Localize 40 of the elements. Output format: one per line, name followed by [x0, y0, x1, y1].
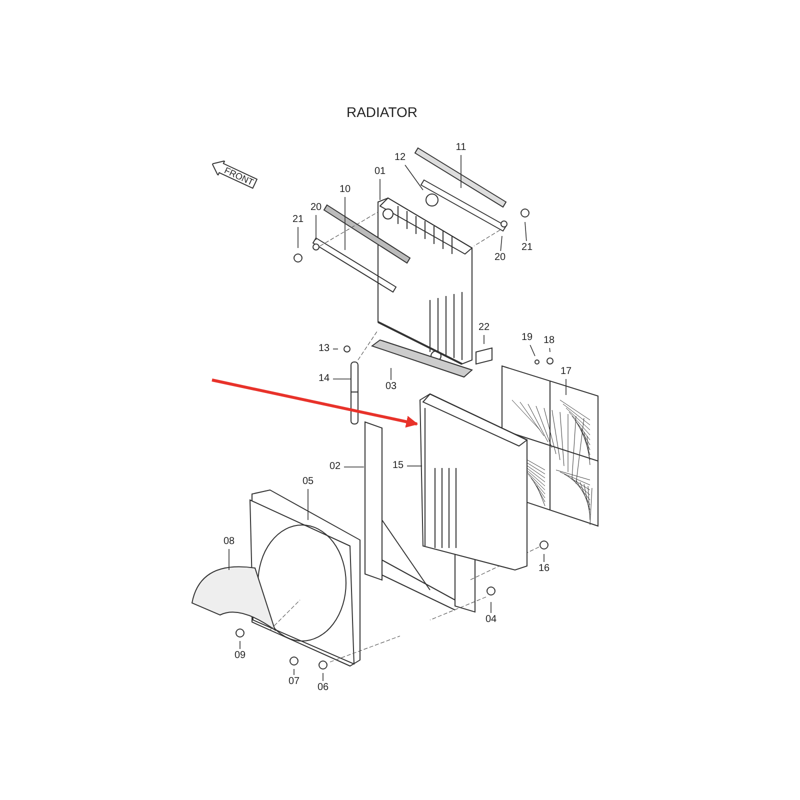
pointer-arrow: [212, 378, 418, 428]
leader-line: [500, 236, 502, 252]
leader-line: [460, 154, 462, 188]
callout-number: 01: [371, 165, 389, 179]
leader-line: [344, 466, 364, 468]
leader-line: [530, 344, 536, 356]
callout-number: 14: [315, 372, 333, 386]
callout-number: 20: [491, 251, 509, 265]
callout-number: 03: [382, 380, 400, 394]
callout-number: 07: [285, 675, 303, 689]
leader-line: [390, 368, 392, 380]
leader-line: [322, 672, 324, 682]
leader-line: [344, 196, 346, 250]
callout-number: 19: [518, 331, 536, 345]
leader-line: [332, 348, 338, 350]
callout-number: 06: [314, 681, 332, 695]
callout-number: 13: [315, 342, 333, 356]
leader-line: [524, 222, 527, 242]
callout-number: 05: [299, 475, 317, 489]
callout-number: 15: [389, 459, 407, 473]
callout-number: 18: [540, 334, 558, 348]
callout-number: 08: [220, 535, 238, 549]
diagram-title: RADIATOR: [345, 104, 419, 120]
callout-number: 09: [231, 649, 249, 663]
callout-number: 16: [535, 562, 553, 576]
callout-number: 20: [307, 201, 325, 215]
leader-line: [404, 164, 424, 190]
callout-number: 10: [336, 183, 354, 197]
callout-number: 11: [452, 141, 470, 155]
callout-number: 21: [289, 213, 307, 227]
callout-number: 17: [557, 365, 575, 379]
leader-line: [490, 602, 492, 614]
callout-number: 21: [518, 241, 536, 255]
callout-number: 12: [391, 151, 409, 165]
leader-line: [228, 548, 230, 570]
leader-line: [332, 378, 352, 380]
callout-number: 22: [475, 321, 493, 335]
callout-number: 04: [482, 613, 500, 627]
leader-line: [549, 348, 550, 352]
callout-number: 02: [326, 460, 344, 474]
